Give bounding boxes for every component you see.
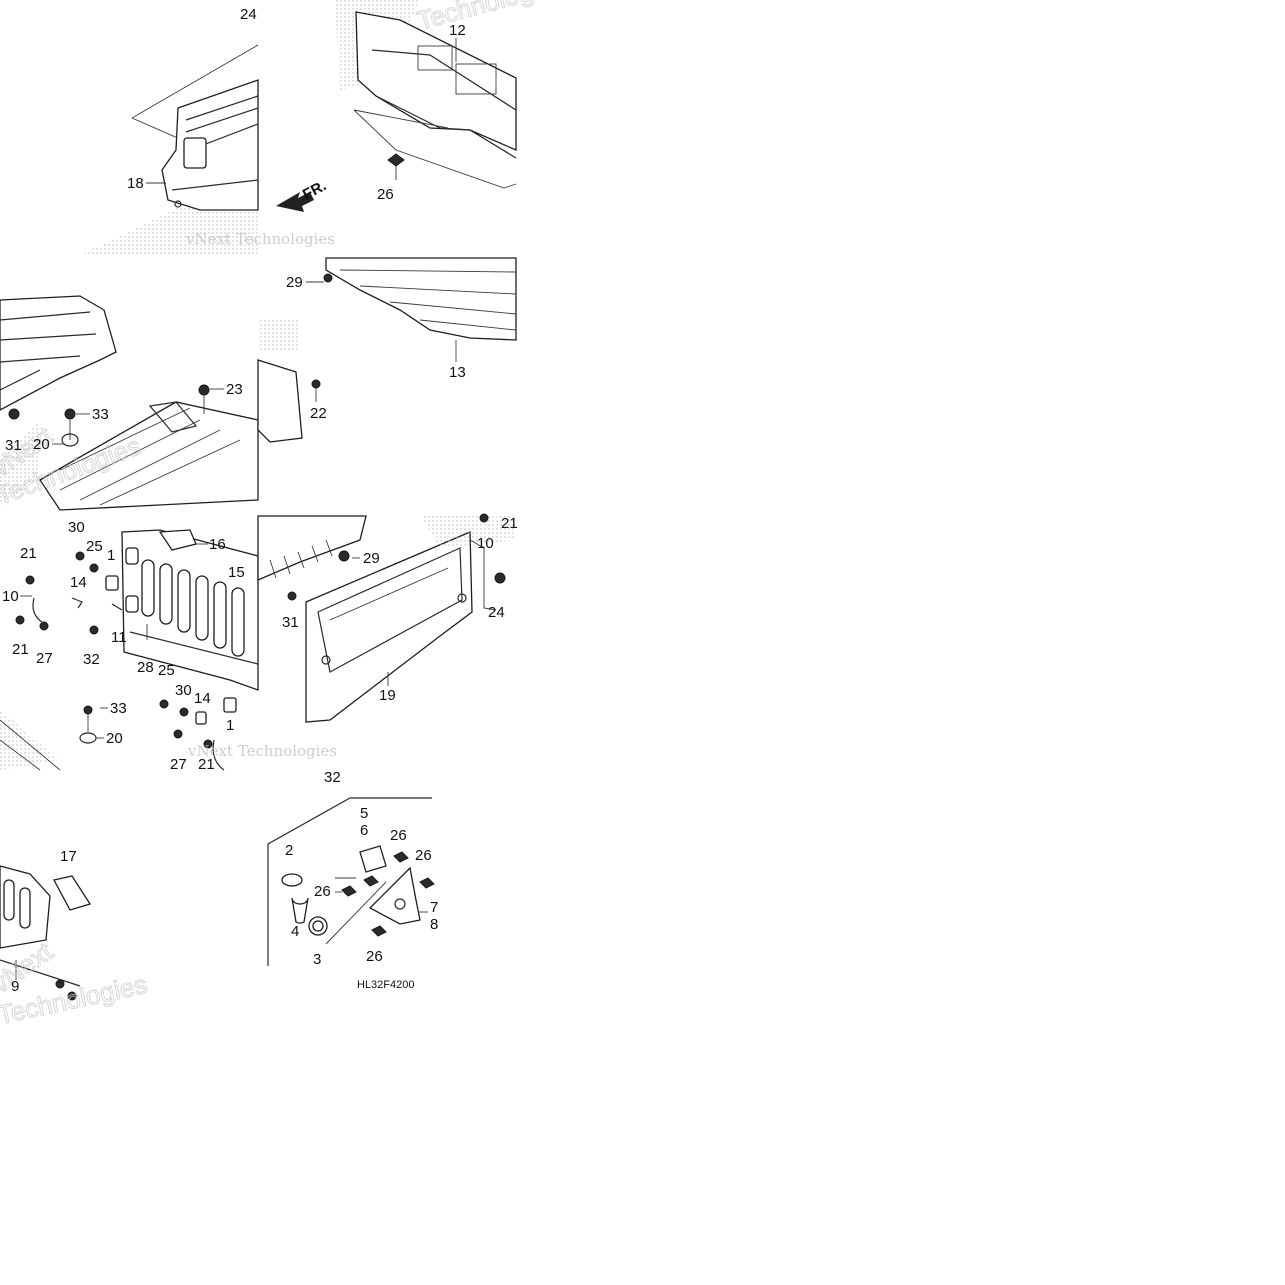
callout-1: 1	[226, 717, 234, 734]
callout-29: 29	[363, 550, 380, 567]
callout-27: 27	[170, 756, 187, 773]
callout-19: 19	[379, 687, 396, 704]
bed-floor-rear-assembly	[257, 257, 517, 443]
callout-18: 18	[127, 175, 144, 192]
callout-21: 21	[501, 515, 518, 532]
callout-14: 14	[70, 574, 87, 591]
diagram-code: HL32F4200	[357, 979, 415, 991]
front-direction-arrow-icon: FR.	[276, 177, 329, 212]
callout-24: 24	[240, 6, 257, 23]
callout-10: 10	[477, 535, 494, 552]
callout-12: 12	[449, 22, 466, 39]
callout-23: 23	[226, 381, 243, 398]
callout-31: 31	[282, 614, 299, 631]
tailgate-lower-assembly	[0, 865, 92, 1001]
bed-floor-left-assembly	[0, 295, 259, 511]
callout-26: 26	[314, 883, 331, 900]
callout-9: 9	[11, 978, 19, 995]
callout-26: 26	[377, 186, 394, 203]
callout-25: 25	[86, 538, 103, 555]
callout-2: 2	[285, 842, 293, 859]
callout-32: 32	[83, 651, 100, 668]
callout-29: 29	[286, 274, 303, 291]
callout-26: 26	[390, 827, 407, 844]
callout-17: 17	[60, 848, 77, 865]
callout-13: 13	[449, 364, 466, 381]
callout-28: 28	[137, 659, 154, 676]
rear-side-panel-assembly	[257, 513, 516, 723]
callout-16: 16	[209, 536, 226, 553]
callout-31: 31	[5, 437, 22, 454]
callout-32: 32	[324, 769, 341, 786]
callout-10: 10	[2, 588, 19, 605]
callout-21: 21	[12, 641, 29, 658]
callout-14: 14	[194, 690, 211, 707]
callout-8: 8	[430, 916, 438, 933]
tailgate-assembly	[0, 529, 259, 771]
callout-6: 6	[360, 822, 368, 839]
watermark-text: Technologies	[414, 0, 568, 36]
watermark-text: vNext Technologies	[185, 230, 335, 248]
callout-4: 4	[291, 923, 299, 940]
callout-27: 27	[36, 650, 53, 667]
callout-33: 33	[110, 700, 127, 717]
callout-24: 24	[488, 604, 505, 621]
callout-20: 20	[33, 436, 50, 453]
callout-21: 21	[20, 545, 37, 562]
callout-1: 1	[107, 547, 115, 564]
callout-22: 22	[310, 405, 327, 422]
light-bracket-detail	[267, 797, 435, 966]
callout-30: 30	[175, 682, 192, 699]
callout-25: 25	[158, 662, 175, 679]
leader-lines	[20, 182, 428, 913]
side-rail-assembly	[80, 44, 259, 255]
watermark-text: vNext Technologies	[187, 742, 337, 760]
callout-30: 30	[68, 519, 85, 536]
callout-20: 20	[106, 730, 123, 747]
callout-3: 3	[313, 951, 321, 968]
callout-5: 5	[360, 805, 368, 822]
callout-26: 26	[366, 948, 383, 965]
callout-labels: 24 12 18 26 29 13 23 33 31 20 22 30 25 1…	[2, 6, 518, 995]
callout-26: 26	[415, 847, 432, 864]
callout-7: 7	[430, 899, 438, 916]
front-panel-assembly	[335, 0, 517, 189]
callout-21: 21	[198, 756, 215, 773]
callout-11: 11	[111, 629, 127, 646]
callout-15: 15	[228, 564, 245, 581]
callout-33: 33	[92, 406, 109, 423]
